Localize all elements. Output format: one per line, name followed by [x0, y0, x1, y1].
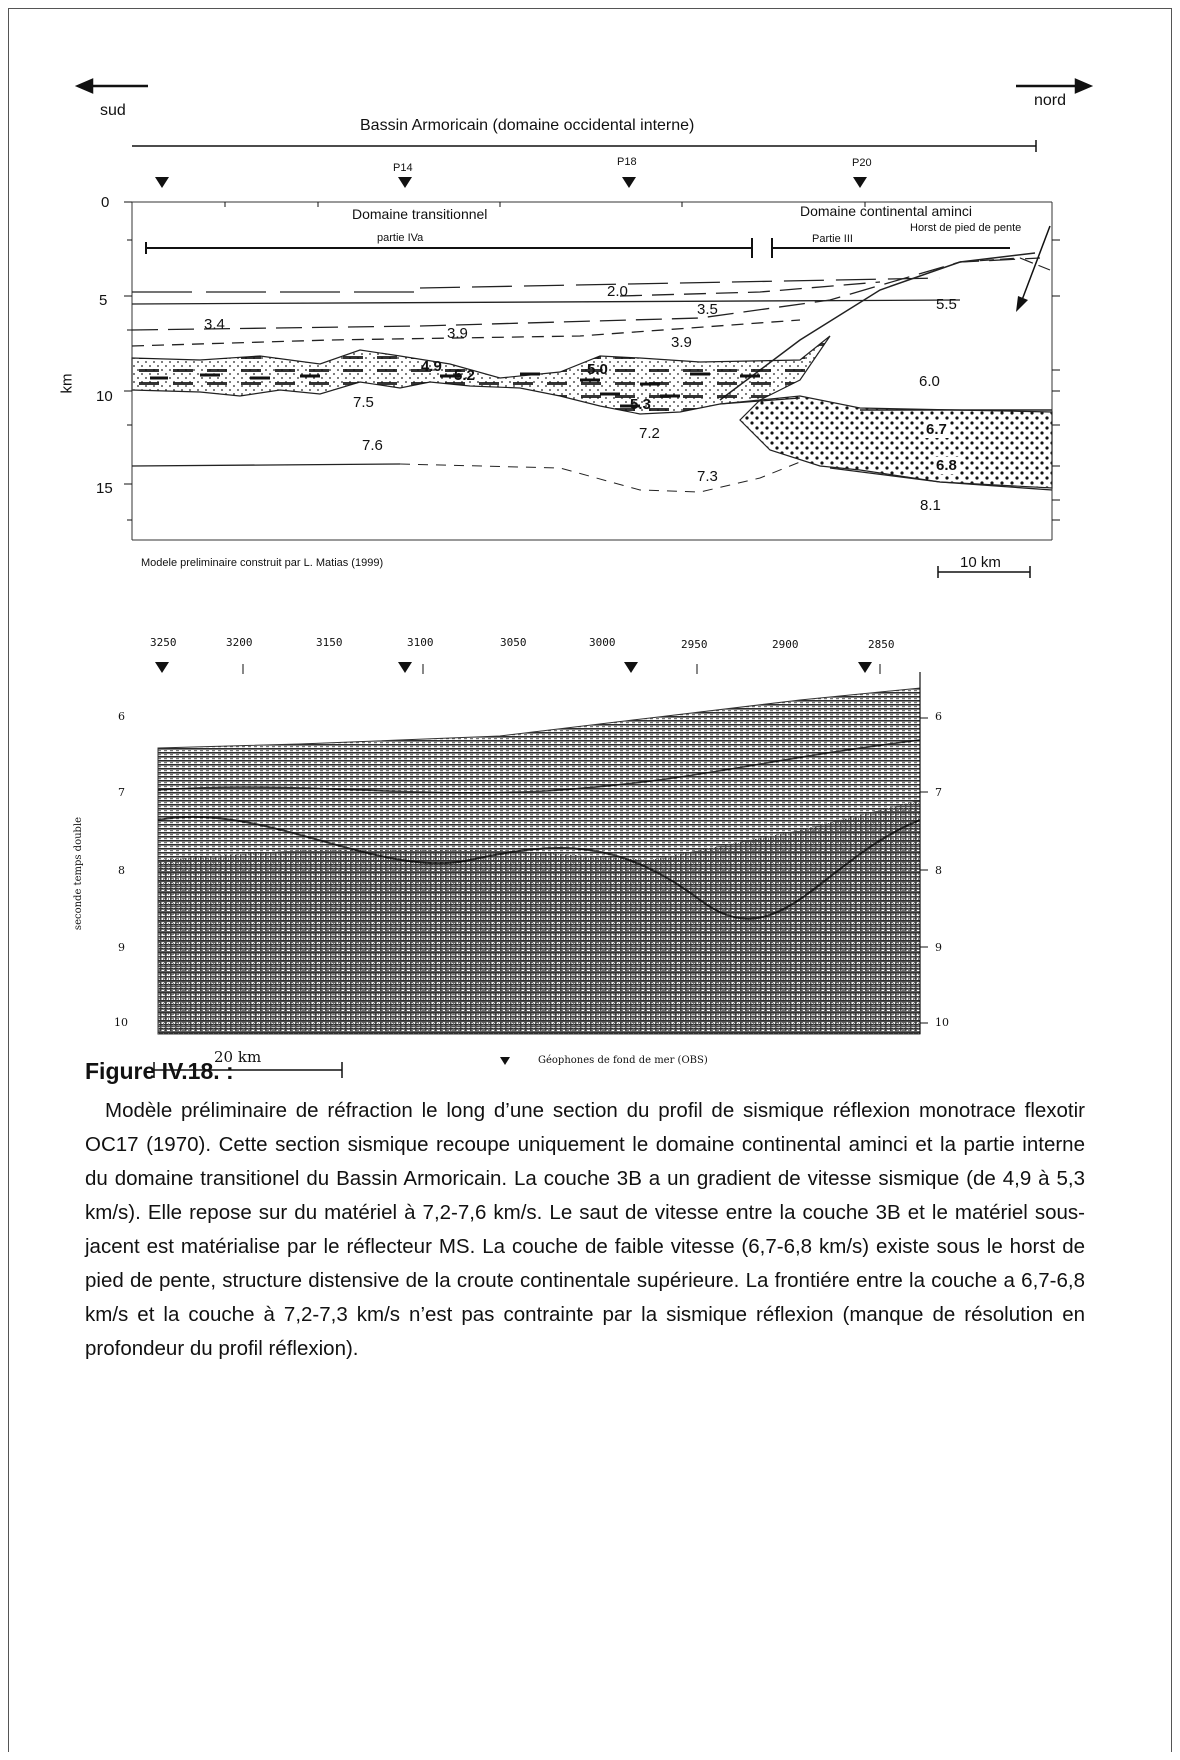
domain-transitional: Domaine transitionnel	[352, 206, 488, 222]
model-credit: Modele preliminaire construit par L. Mat…	[141, 557, 384, 569]
shot-label: 3000	[589, 636, 616, 649]
shot-label: 3100	[407, 636, 434, 649]
velocity-label: 3.9	[671, 334, 692, 351]
page-frame-right	[1171, 8, 1172, 1752]
shot-label: 3200	[226, 636, 253, 649]
velocity-label: 7.6	[362, 437, 383, 454]
obs-markers-seismic	[155, 662, 872, 673]
velocity-label: 8.1	[920, 497, 941, 514]
profile-p14: P14	[393, 162, 413, 174]
direction-south: sud	[100, 102, 126, 119]
velocity-label: 7.5	[353, 394, 374, 411]
depth-tick-10: 10	[96, 388, 113, 405]
figure-caption-body: Modèle préliminaire de réfraction le lon…	[85, 1099, 1085, 1360]
time-tick-left: 8	[118, 864, 125, 877]
page-frame-left	[8, 8, 9, 1752]
shot-label: 3150	[316, 636, 343, 649]
velocity-label: 3.4	[204, 316, 225, 333]
velocity-label: 6.0	[919, 373, 940, 390]
north-arrow	[1016, 78, 1094, 94]
time-tick-right: 9	[935, 941, 942, 954]
time-tick-left: 6	[118, 710, 125, 723]
basin-title: Bassin Armoricain (domaine occidental in…	[360, 117, 695, 134]
domain-continental-part: Partie III	[812, 233, 853, 245]
depth-tick-5: 5	[99, 292, 108, 309]
velocity-label: 7.3	[697, 468, 718, 485]
shot-label: 2950	[681, 638, 708, 651]
depth-axis-label: km	[58, 373, 76, 394]
time-tick-right: 7	[935, 786, 942, 799]
depth-tick-15: 15	[96, 480, 113, 497]
obs-markers-top	[155, 177, 867, 188]
profile-p20: P20	[852, 157, 872, 169]
time-tick-left: 10	[114, 1016, 128, 1029]
horst-label: Horst de pied de pente	[910, 222, 1022, 234]
time-tick-right: 6	[935, 710, 942, 723]
figure-caption-title: Figure IV.18. :	[85, 1058, 234, 1084]
velocity-label: 6.8	[934, 457, 959, 474]
shot-label: 3050	[500, 636, 527, 649]
velocity-label: 5.0	[587, 361, 608, 378]
domain-transitional-part: partie IVa	[377, 232, 424, 244]
domain-continental: Domaine continental aminci	[800, 203, 972, 219]
velocity-label: 6.7	[924, 421, 949, 438]
time-axis-label: seconde temps double	[73, 816, 85, 931]
profile-p18: P18	[617, 156, 637, 168]
scale-bar-top-label: 10 km	[960, 554, 1001, 571]
velocity-label: 5.2	[454, 367, 475, 384]
direction-north: nord	[1034, 92, 1067, 109]
velocity-label: 2.0	[607, 283, 628, 300]
velocity-label: 4.9	[421, 358, 442, 375]
time-tick-right: 10	[935, 1016, 949, 1029]
velocity-label: 5.3	[630, 396, 651, 413]
depth-tick-0: 0	[101, 194, 110, 211]
obs-legend: Géophones de fond de mer (OBS)	[538, 1055, 708, 1066]
shot-label: 2900	[772, 638, 799, 651]
south-arrow	[74, 78, 148, 94]
velocity-label: 5.5	[936, 296, 957, 313]
time-tick-left: 9	[118, 941, 125, 954]
page-frame-top	[8, 8, 1172, 9]
time-tick-right: 8	[935, 864, 942, 877]
shot-label: 2850	[868, 638, 895, 651]
shot-label: 3250	[150, 636, 177, 649]
velocity-label: 3.5	[697, 301, 718, 318]
scale-bar-bottom-label: 20 km	[214, 1048, 262, 1066]
velocity-label: 3.9	[447, 325, 468, 342]
time-tick-left: 7	[118, 786, 125, 799]
figure-graphics	[74, 78, 1094, 1078]
velocity-label: 7.2	[639, 425, 660, 442]
